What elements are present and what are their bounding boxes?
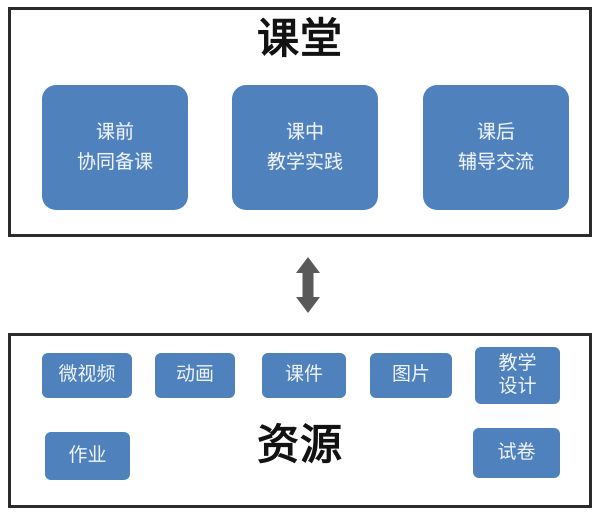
- resource-chip-micro-video-label: 微视频: [58, 364, 116, 386]
- resource-chip-exam-paper[interactable]: 试卷: [473, 428, 560, 478]
- resource-chip-courseware-label: 课件: [284, 364, 323, 386]
- classroom-section-title: 课堂: [256, 15, 343, 62]
- resource-chip-animation[interactable]: 动画: [155, 353, 235, 398]
- classroom-box-post-class-line2: 辅导交流: [457, 151, 534, 173]
- resource-chip-homework-label: 作业: [68, 444, 107, 466]
- resource-chip-picture-label: 图片: [391, 364, 430, 386]
- resource-chip-micro-video[interactable]: 微视频: [42, 353, 132, 398]
- double-headed-vertical-arrow-icon: [294, 256, 322, 314]
- classroom-box-pre-class-line1: 课前: [95, 122, 134, 144]
- resource-chip-courseware[interactable]: 课件: [262, 353, 346, 398]
- classroom-box-in-class-line2: 教学实践: [266, 151, 343, 173]
- resource-chip-picture[interactable]: 图片: [370, 353, 452, 398]
- classroom-box-post-class-line1: 课后: [476, 122, 515, 144]
- resource-chip-homework[interactable]: 作业: [45, 432, 130, 480]
- classroom-box-post-class[interactable]: 课后 辅导交流: [423, 85, 569, 210]
- classroom-box-pre-class-line2: 协同备课: [76, 151, 153, 173]
- resource-chip-animation-label: 动画: [175, 364, 214, 386]
- resource-section-title: 资源: [256, 421, 343, 468]
- resource-chip-instructional-design-line1: 教学: [498, 353, 537, 375]
- resource-chip-exam-paper-label: 试卷: [497, 441, 536, 463]
- classroom-box-in-class-line1: 课中: [285, 122, 324, 144]
- classroom-box-pre-class[interactable]: 课前 协同备课: [42, 85, 188, 210]
- resource-chip-instructional-design[interactable]: 教学 设计: [475, 347, 560, 404]
- classroom-box-in-class[interactable]: 课中 教学实践: [232, 85, 378, 210]
- resource-chip-instructional-design-line2: 设计: [498, 375, 537, 397]
